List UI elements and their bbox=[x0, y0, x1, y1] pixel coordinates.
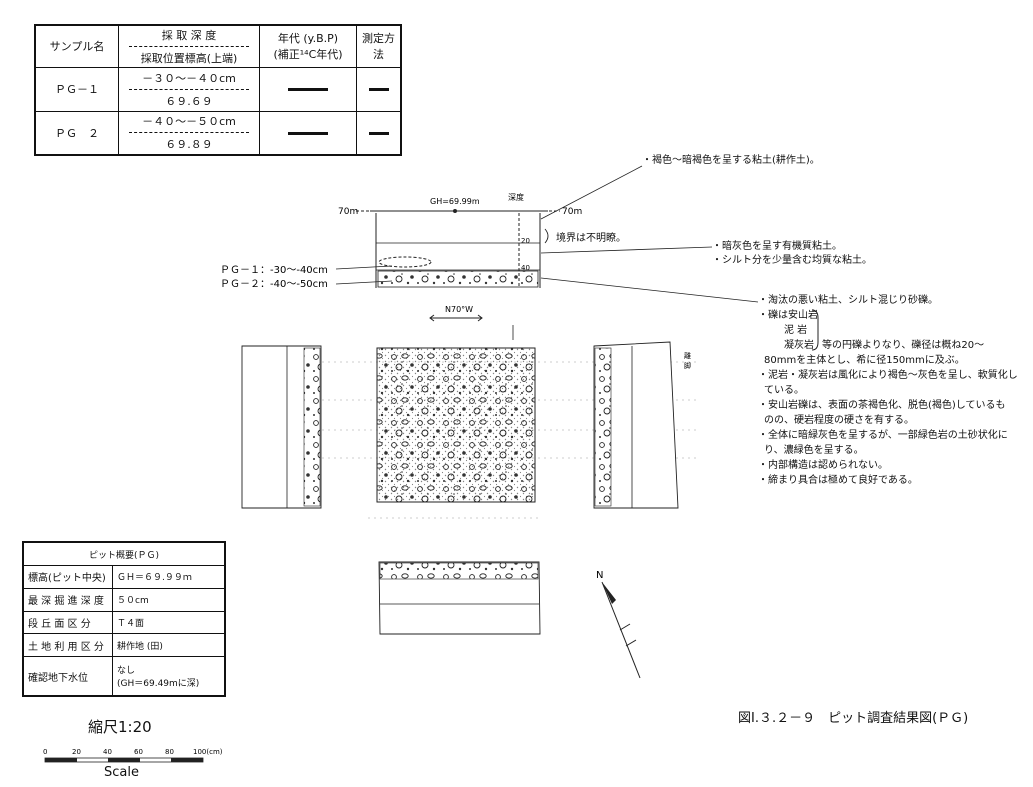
header-depth: 採 取 深 度 採取位置標高(上端) bbox=[118, 24, 260, 68]
pit-row-value: なし (GH＝69.49mに深) bbox=[112, 656, 226, 697]
pit-row-label: 土 地 利 用 区 分 bbox=[22, 633, 113, 658]
note-layer3-line6: 80mmを主体とし、希に径150mmに及ぶ。 bbox=[764, 355, 965, 366]
elev-right-label: 70m bbox=[562, 207, 582, 217]
table-row: 標高(ピット中央) ＧＨ＝６９.９９ｍ bbox=[22, 565, 226, 589]
note-leaders bbox=[540, 165, 759, 303]
right-wall bbox=[593, 341, 679, 509]
note-topsoil: ・褐色～暗褐色を呈する粘土(耕作土)。 bbox=[642, 155, 820, 166]
header-method: 測定方法 bbox=[356, 24, 402, 68]
pit-row-value: 耕作地 (田) bbox=[112, 633, 226, 658]
method-cell bbox=[356, 110, 402, 156]
note-boundary: 境界は不明瞭。 bbox=[556, 233, 626, 244]
scale-tick-80: 80 bbox=[165, 748, 174, 756]
note-layer3-line7: ・泥岩・凝灰岩は風化により褐色～灰色を呈し、軟質化し bbox=[758, 370, 1018, 381]
age-cell bbox=[259, 66, 357, 112]
pg2-leader-line bbox=[335, 280, 393, 285]
direction-arrow-head-right bbox=[477, 314, 483, 322]
age-cell bbox=[259, 110, 357, 156]
note-layer2b: ・シルト分を少量含む均質な粘土。 bbox=[712, 255, 872, 266]
scale-title: 縮尺1:20 bbox=[88, 718, 152, 736]
scale-bar: 0 20 40 60 80 100(cm) bbox=[43, 748, 223, 763]
scale-tick-0: 0 bbox=[43, 748, 47, 756]
table-row: 最 深 掘 進 深 度 ５０cm bbox=[22, 587, 226, 612]
note-layer3-line13: ・内部構造は認められない。 bbox=[758, 460, 888, 471]
scale-tick-40: 40 bbox=[103, 748, 112, 756]
table-row: ＰＧ ２ －４０～－５０cm ６９.８９ bbox=[34, 110, 402, 156]
pit-row-value: ＧＨ＝６９.９９ｍ bbox=[112, 565, 226, 589]
north-arrow: N bbox=[596, 570, 641, 679]
note-layer3-line5: 等の円礫よりなり、礫径は概ね20～ bbox=[822, 340, 985, 351]
pit-row-value: ５０cm bbox=[112, 587, 226, 612]
right-wall-gravel bbox=[594, 347, 612, 507]
note-layer2a: ・暗灰色を呈す有機質粘土。 bbox=[712, 241, 842, 252]
direction-indicator: N70°W bbox=[429, 305, 514, 340]
rock-type-bracket bbox=[811, 309, 819, 351]
note-layer3-line3: 泥 岩 bbox=[784, 325, 808, 336]
scale-label: Scale bbox=[104, 765, 139, 780]
lower-section-outline bbox=[378, 561, 541, 635]
lower-section-gravel bbox=[379, 562, 539, 580]
figure-caption: 図Ⅰ.３.２－９ ピット調査結果図(ＰＧ) bbox=[738, 711, 969, 726]
direction-arrow-head-left bbox=[429, 314, 435, 322]
pit-row-value: Ｔ４面 bbox=[112, 610, 226, 635]
note-layer3-line14: ・締まり具合は極めて良好である。 bbox=[758, 475, 918, 486]
pit-row-label: 標高(ピット中央) bbox=[22, 565, 113, 589]
depth-cell: －４０～－５０cm ６９.８９ bbox=[118, 110, 260, 156]
north-label: N bbox=[596, 570, 603, 581]
table-row: ＰＧ－１ －３０～－４０cm ６９.６９ bbox=[34, 66, 402, 112]
note-layer3-line10: のの、硬岩程度の硬さを有する。 bbox=[764, 415, 914, 426]
depth-cell: －３０～－４０cm ６９.６９ bbox=[118, 66, 260, 112]
pit-overview-table: ピット概要(ＰＧ) 標高(ピット中央) ＧＨ＝６９.９９ｍ 最 深 掘 進 深 … bbox=[22, 541, 226, 697]
left-wall-gravel bbox=[303, 347, 321, 507]
table-row: 土 地 利 用 区 分 耕作地 (田) bbox=[22, 633, 226, 658]
note-layer3-line2: ・礫は安山岩 bbox=[758, 310, 818, 321]
north-arrow-head bbox=[602, 582, 616, 604]
sample-pg1-outline bbox=[378, 256, 432, 268]
pg1-leader-line bbox=[335, 265, 393, 270]
gravel-layer-section bbox=[377, 270, 539, 288]
table-row: 段 丘 面 区 分 Ｔ４面 bbox=[22, 610, 226, 635]
pit-table-title: ピット概要(ＰＧ) bbox=[22, 541, 226, 566]
elev-left-label: 70m bbox=[338, 207, 358, 217]
sample-table: サンプル名 採 取 深 度 採取位置標高(上端) 年代 (y.B.P) (補正¹… bbox=[34, 24, 402, 156]
header-age: 年代 (y.B.P) (補正¹⁴C年代) bbox=[259, 24, 357, 68]
note-layer3-line12: り、濃緑色を呈する。 bbox=[764, 445, 864, 456]
lower-section bbox=[378, 561, 541, 635]
pg2-depth-label: ＰＧ－２：-40～-50cm bbox=[220, 279, 328, 290]
note-layer3-line9: ・安山岩礫は、表面の茶褐色化、脱色(褐色)しているも bbox=[758, 400, 1006, 411]
left-wall bbox=[241, 345, 322, 509]
north-arrow-shaft bbox=[601, 581, 641, 679]
side-label-b: 脚 bbox=[684, 361, 691, 370]
gh-point bbox=[453, 209, 457, 213]
pit-wall-expansion: 離 脚 bbox=[241, 341, 700, 519]
scale-tick-100: 100(cm) bbox=[193, 748, 223, 756]
scale-tick-60: 60 bbox=[134, 748, 143, 756]
scale-tick-20: 20 bbox=[72, 748, 81, 756]
table-row: 確認地下水位 なし (GH＝69.49mに深) bbox=[22, 656, 226, 697]
note-layer3-line8: ている。 bbox=[764, 385, 804, 396]
pit-row-label: 段 丘 面 区 分 bbox=[22, 610, 113, 635]
note-layer3-line4: 凝灰岩 bbox=[784, 340, 814, 351]
method-cell bbox=[356, 66, 402, 112]
depth-40-label: 40 bbox=[521, 264, 530, 272]
depth-header: 深度 bbox=[508, 192, 524, 202]
cross-section: 70m 70m GH=69.99m 深度 20 40 ＰＧ－１：-30～-40c… bbox=[220, 192, 582, 290]
side-label-a: 離 bbox=[684, 351, 691, 360]
pit-row-label: 確認地下水位 bbox=[22, 656, 113, 697]
sample-name-cell: ＰＧ ２ bbox=[34, 110, 119, 156]
gh-label: GH=69.99m bbox=[430, 197, 480, 206]
note-layer3-line11: ・全体に暗緑灰色を呈するが、一部緑色岩の土砂状化に bbox=[758, 430, 1008, 441]
pit-row-label: 最 深 掘 進 深 度 bbox=[22, 587, 113, 612]
pg1-depth-label: ＰＧ－１：-30～-40cm bbox=[220, 265, 328, 276]
note-layer3-line1: ・淘汰の悪い粘土、シルト混じり砂礫。 bbox=[758, 295, 938, 306]
depth-20-label: 20 bbox=[521, 237, 530, 245]
direction-label: N70°W bbox=[445, 305, 473, 314]
